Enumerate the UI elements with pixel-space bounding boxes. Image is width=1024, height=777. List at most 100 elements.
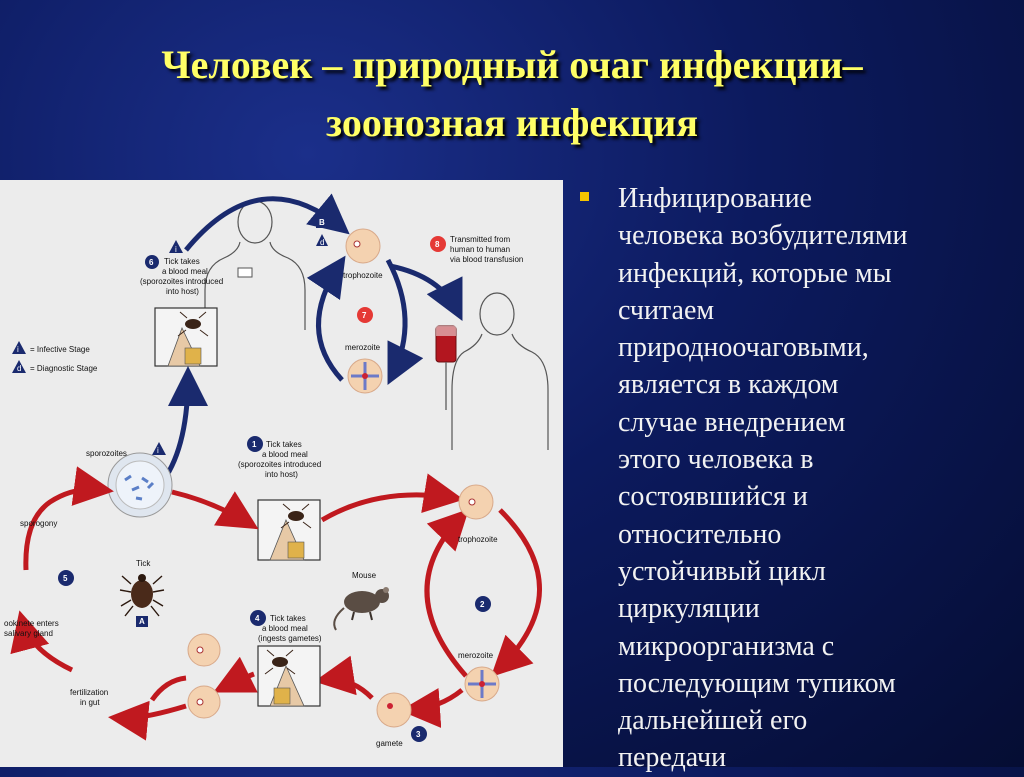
fertilization-gamete-cell-top bbox=[187, 633, 221, 667]
legend-marker-d: d bbox=[17, 364, 21, 373]
transfusion-human-silhouette bbox=[451, 292, 549, 450]
bullet-line: относительно bbox=[618, 518, 782, 550]
step-1-badge bbox=[247, 436, 263, 452]
arrow-fertilization-to-ookinete bbox=[10, 610, 74, 673]
step-8-number: 8 bbox=[435, 240, 440, 249]
gamete-label: gamete bbox=[376, 739, 403, 748]
human-trophozoite-label: trophozoite bbox=[343, 271, 383, 280]
arrow-to-transfusion bbox=[389, 263, 463, 321]
bullet-line: дальнейшей его bbox=[618, 705, 808, 737]
step-5-number: 5 bbox=[63, 574, 68, 583]
arrow-tick-bite-to-fertilization bbox=[213, 656, 258, 693]
slide-title-line-2: зоонозная инфекция bbox=[326, 100, 698, 145]
mouse-merozoite-label: merozoite bbox=[458, 651, 494, 660]
step-6-number: 6 bbox=[149, 258, 154, 267]
tick-label: Tick bbox=[136, 559, 151, 568]
arrow-sporozoites-to-tick-bite-lower bbox=[171, 489, 259, 530]
human-merozoite-cell bbox=[347, 358, 383, 394]
bullet-line: считаем bbox=[618, 294, 715, 326]
step-8-line-3: via blood transfusion bbox=[450, 255, 523, 264]
legend-diagnostic-label: = Diagnostic Stage bbox=[30, 364, 98, 373]
fertilization-line-2: in gut bbox=[80, 698, 100, 707]
arrow-sporogony-to-sporozoites bbox=[23, 466, 114, 571]
mouse-illustration bbox=[333, 587, 389, 631]
legend-diagnostic-triangle bbox=[12, 360, 26, 373]
step-5-badge bbox=[58, 570, 74, 586]
human-merozoite-label: merozoite bbox=[345, 343, 381, 352]
tick-bite-box-lower bbox=[257, 499, 321, 561]
step-6-line-1: Tick takes bbox=[164, 257, 200, 266]
bullet-line: передачи bbox=[618, 742, 727, 774]
infective-triangle-6 bbox=[169, 240, 183, 253]
step-4-number: 4 bbox=[255, 614, 260, 623]
legend-infective-label: = Infective Stage bbox=[30, 345, 90, 354]
step-8-line-2: human to human bbox=[450, 245, 510, 254]
diagnostic-triangle-b bbox=[316, 234, 328, 246]
bullet-line: состоявшийся и bbox=[618, 481, 808, 513]
bullet-line: циркуляции bbox=[618, 593, 760, 625]
step-3-badge bbox=[411, 726, 427, 742]
step-2-badge bbox=[475, 596, 491, 612]
marker-i-6: i bbox=[175, 245, 177, 254]
marker-d-b: d bbox=[320, 238, 324, 247]
marker-b-box bbox=[316, 216, 328, 228]
step-8-badge bbox=[430, 236, 446, 252]
bullet-line: этого человека в bbox=[618, 444, 814, 476]
legend-infective-triangle bbox=[12, 341, 26, 354]
bullet-line: устойчивый цикл bbox=[618, 555, 826, 587]
bullet-line: природноочаговыми, bbox=[618, 332, 869, 364]
step-7-badge bbox=[357, 307, 373, 323]
mouse-trophozoite-label: trophozoite bbox=[458, 535, 498, 544]
step-4-line-3: (ingests gametes) bbox=[258, 634, 322, 643]
bullet-line: инфекций, которые мы bbox=[618, 257, 892, 289]
step-6-line-3: (sporozoites introduced bbox=[140, 277, 223, 286]
bullet-square-icon bbox=[580, 192, 589, 201]
ookinete-line-2: salivary gland bbox=[4, 629, 53, 638]
bullet-line: человека возбудителями bbox=[618, 220, 908, 252]
marker-i-sporozoites: i bbox=[157, 446, 159, 455]
step-4-line-1: Tick takes bbox=[270, 614, 306, 623]
mouse-trophozoite-cell bbox=[458, 484, 494, 520]
step-3-number: 3 bbox=[416, 730, 421, 739]
babesia-life-cycle-diagram: B d 6 i Tick takes a blood meal (sporozo… bbox=[0, 180, 563, 767]
step-8-line-1: Transmitted from bbox=[450, 235, 510, 244]
arrow-tick-bite-to-trophozoite bbox=[320, 473, 464, 523]
mouse-label: Mouse bbox=[352, 571, 377, 580]
gamete-cell bbox=[376, 692, 412, 728]
step-7-number: 7 bbox=[362, 311, 367, 320]
sporozoites-label: sporozoites bbox=[86, 449, 127, 458]
arrow-gametes-to-fertilization bbox=[118, 675, 187, 718]
slide-title-line-1: Человек – природный очаг инфекции– bbox=[161, 42, 863, 87]
step-1-line-4: into host) bbox=[265, 470, 298, 479]
fertilization-line-1: fertilization bbox=[70, 688, 108, 697]
step-6-line-4: into host) bbox=[166, 287, 199, 296]
bullet-line: последующим тупиком bbox=[618, 667, 896, 699]
arrow-gamete-to-tick-bite bbox=[314, 655, 374, 700]
infective-triangle-sporozoites bbox=[152, 442, 166, 455]
tick-bite-box-upper bbox=[154, 307, 218, 367]
arrow-trophozoite-to-merozoite bbox=[490, 508, 542, 677]
fertilization-gamete-cell-bottom bbox=[187, 685, 221, 719]
step-4-line-2: a blood meal bbox=[262, 624, 308, 633]
step-1-line-2: a blood meal bbox=[262, 450, 308, 459]
bullet-text: Инфицирование человека возбудителями инф… bbox=[618, 180, 1008, 777]
step-6-badge bbox=[145, 255, 159, 269]
arrow-merozoite-to-trophozoite bbox=[424, 508, 469, 678]
step-1-number: 1 bbox=[252, 440, 257, 449]
arrow-merozoite-to-trophozoite bbox=[306, 255, 346, 382]
tick-illustration bbox=[119, 574, 165, 617]
bullet-line: является в каждом bbox=[618, 369, 839, 401]
step-2-number: 2 bbox=[480, 600, 485, 609]
step-1-line-3: (sporozoites introduced bbox=[238, 460, 321, 469]
step-6-line-2: a blood meal bbox=[162, 267, 208, 276]
sporozoites-salivary-gland bbox=[107, 452, 173, 518]
step-1-line-1: Tick takes bbox=[266, 440, 302, 449]
bullet-line: случае внедрением bbox=[618, 406, 846, 438]
legend-marker-i: i bbox=[17, 345, 19, 354]
marker-a-box bbox=[136, 616, 148, 627]
mouse-merozoite-cell bbox=[464, 666, 500, 702]
marker-a: A bbox=[139, 617, 145, 626]
arrow-merozoite-to-gamete bbox=[400, 688, 464, 728]
bullet-line: микроорганизма с bbox=[618, 630, 835, 662]
tick-bite-box-gametes bbox=[257, 645, 321, 707]
